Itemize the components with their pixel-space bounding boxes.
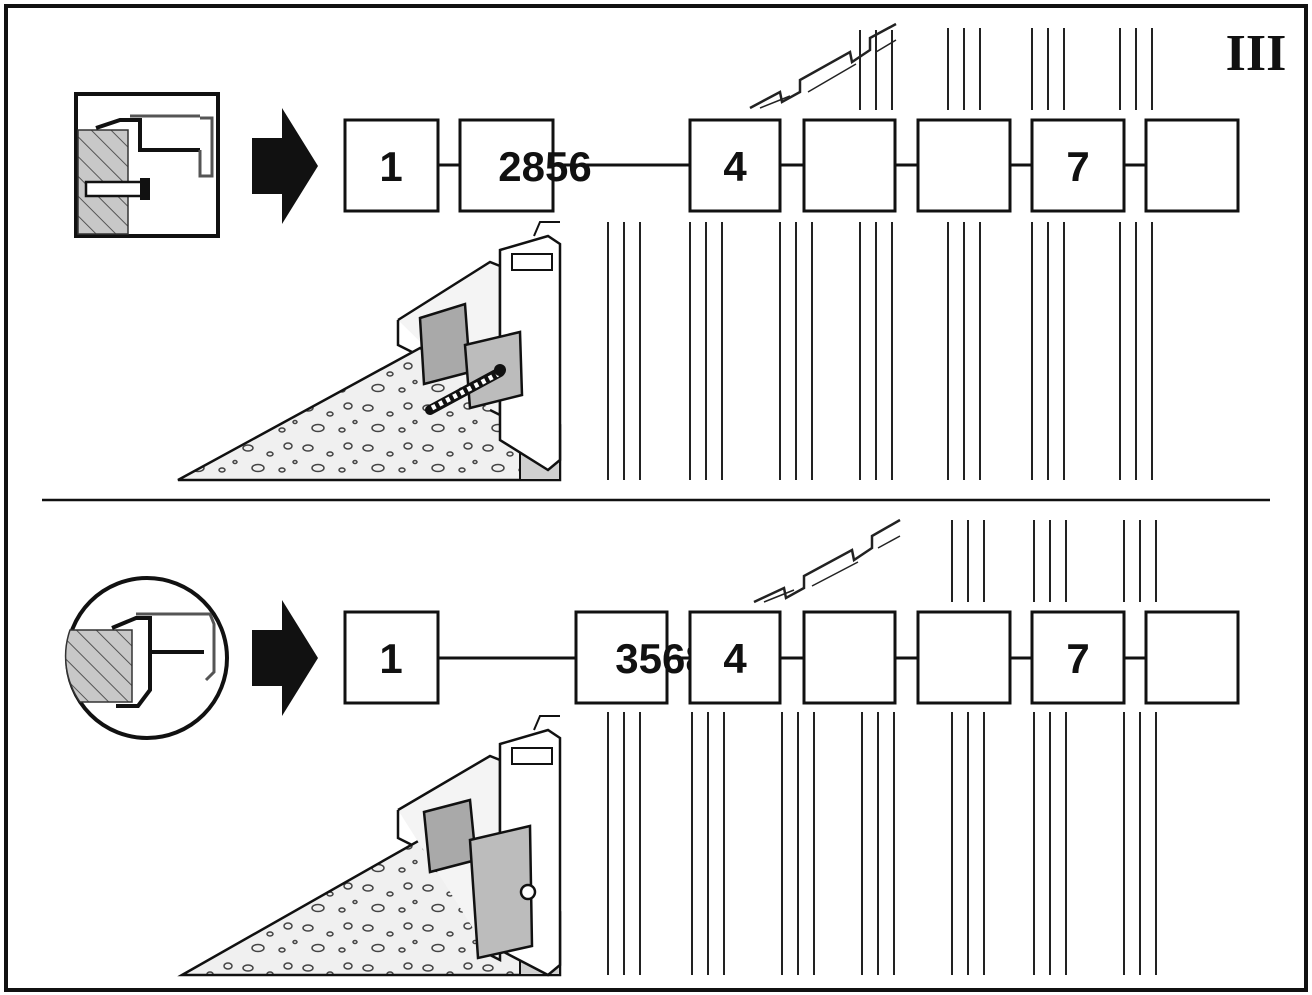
step-box-3: 4 [688, 610, 782, 705]
row-top: 1 2856 4 7 [74, 22, 1240, 482]
step-box-6: 7 [1030, 118, 1126, 213]
panel-profile-top [749, 22, 897, 110]
screw-icon [425, 364, 506, 415]
step-box-1: 1 [343, 610, 440, 705]
step-box-6: 7 [1030, 610, 1126, 705]
arrow-right-icon [252, 108, 318, 224]
step-box-4 [802, 118, 897, 213]
arrow-right-icon [252, 600, 318, 716]
svg-text:4: 4 [723, 143, 747, 190]
svg-text:1: 1 [379, 635, 402, 682]
step-box-4 [802, 610, 897, 705]
step-box-7 [1144, 118, 1240, 213]
bracket-icon [422, 798, 537, 960]
step-box-3: 4 [688, 118, 782, 213]
step-box-2: 2856 [458, 118, 592, 213]
profile-detail-icon [74, 92, 220, 238]
step-box-7 [1144, 610, 1240, 705]
step-box-5 [916, 610, 1012, 705]
svg-text:4: 4 [723, 635, 747, 682]
screw-icon [519, 883, 537, 901]
svg-text:7: 7 [1066, 635, 1089, 682]
svg-text:1: 1 [379, 143, 402, 190]
section-marker: III [1226, 25, 1287, 82]
background-lines [607, 520, 1157, 975]
row-bottom: 1 3568 4 7 [64, 518, 1240, 977]
screw-icon [84, 180, 148, 198]
svg-text:2856: 2856 [498, 143, 591, 190]
profile-detail-icon [64, 576, 229, 740]
background-lines [607, 28, 1153, 480]
step-box-5 [916, 118, 1012, 213]
step-box-1: 1 [343, 118, 440, 213]
svg-text:7: 7 [1066, 143, 1089, 190]
